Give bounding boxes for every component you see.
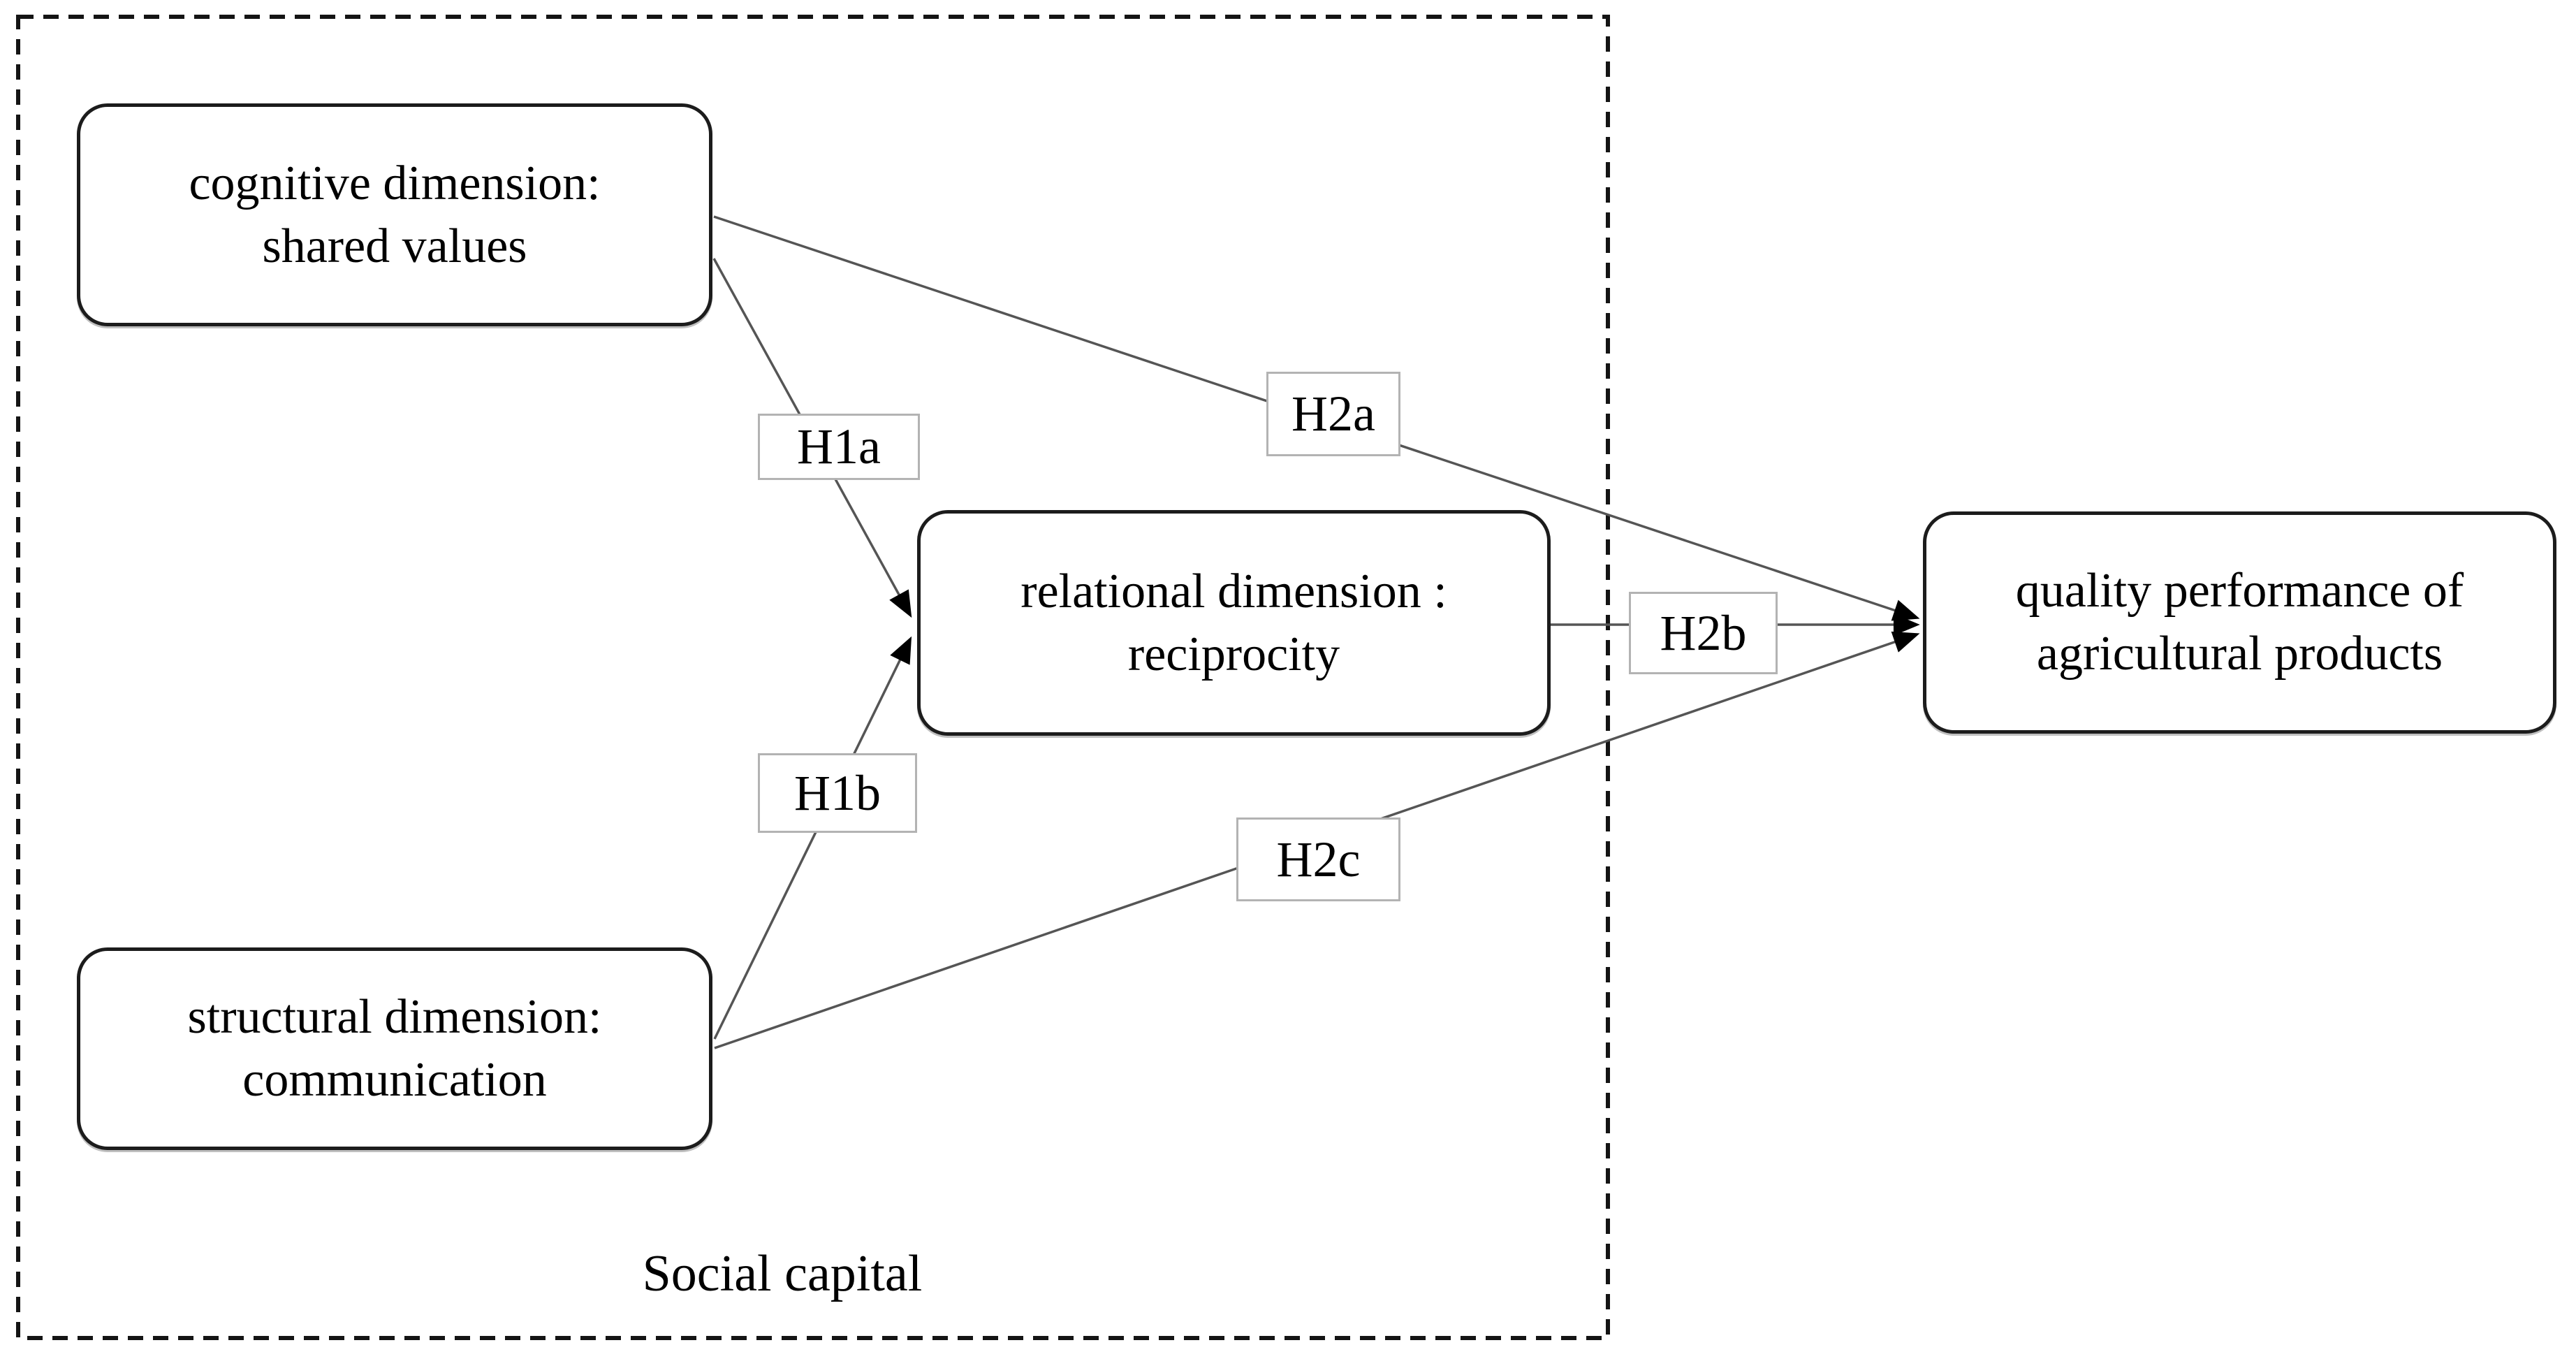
cognitive-dimension-label-line2: shared values <box>262 219 527 273</box>
relational-dimension-label-line2: reciprocity <box>1127 627 1340 681</box>
relational-dimension-node: relational dimension : reciprocity <box>917 510 1551 736</box>
quality-performance-node: quality performance of agricultural prod… <box>1923 511 2556 734</box>
relational-dimension-label-line1: relational dimension : <box>1020 564 1447 618</box>
quality-performance-label-line2: agricultural products <box>2036 627 2443 681</box>
hypothesis-label-h1a: H1a <box>758 414 920 480</box>
cognitive-dimension-node: cognitive dimension: shared values <box>77 103 712 326</box>
hypothesis-label-h2c: H2c <box>1236 817 1400 901</box>
social-capital-dashed-box <box>16 15 1610 1340</box>
hypothesis-label-h2b: H2b <box>1629 592 1778 674</box>
social-capital-caption: Social capital <box>642 1245 923 1302</box>
structural-dimension-label-line1: structural dimension: <box>187 990 602 1044</box>
structural-dimension-label-line2: communication <box>242 1053 547 1107</box>
hypothesis-label-h1b: H1b <box>758 753 917 833</box>
quality-performance-label-line1: quality performance of <box>2015 564 2464 618</box>
cognitive-dimension-label-line1: cognitive dimension: <box>189 156 601 210</box>
h1b-arrow <box>713 636 912 1040</box>
structural-dimension-node: structural dimension: communication <box>77 947 712 1150</box>
hypothesis-label-h2a: H2a <box>1266 372 1400 456</box>
